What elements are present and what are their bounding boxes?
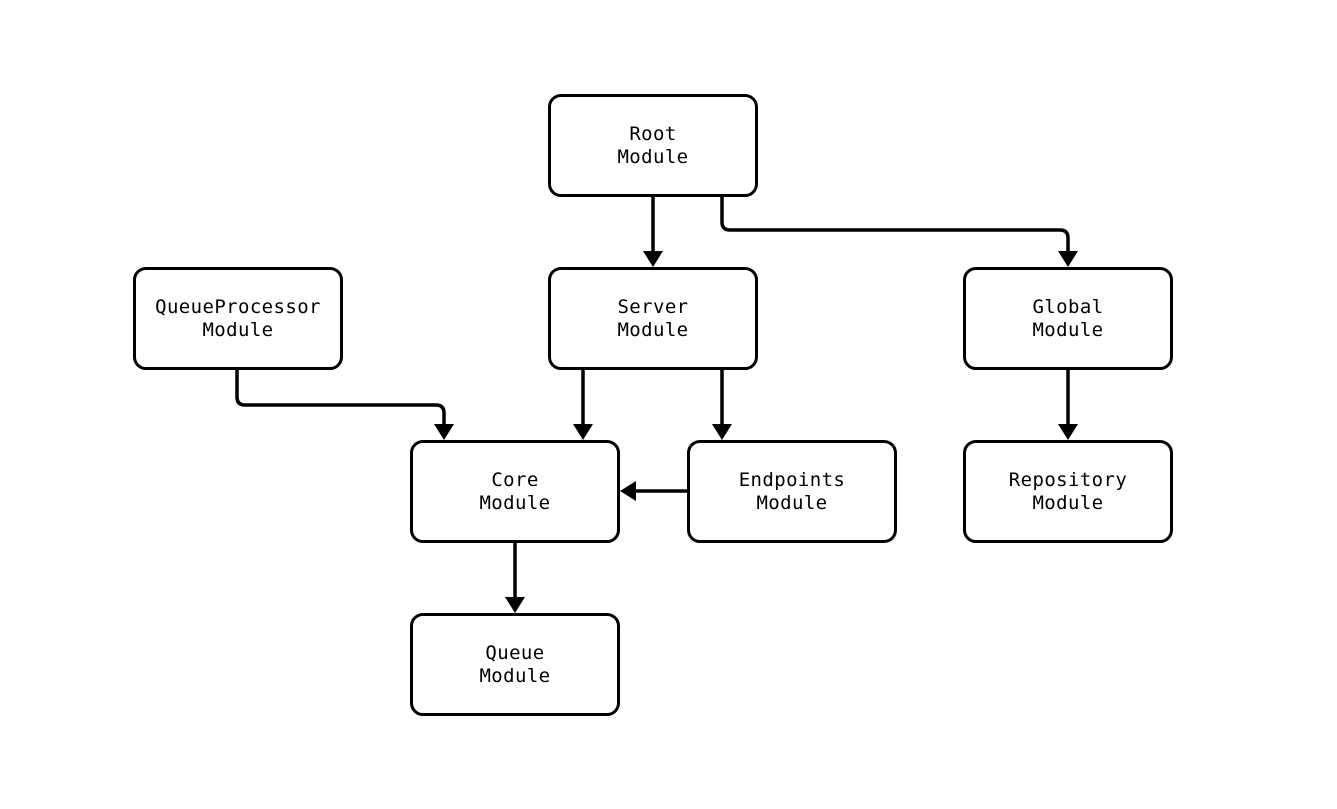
arrowhead-icon [1058, 251, 1078, 267]
node-label-secondary: Module [479, 664, 551, 687]
node-label-secondary: Module [756, 491, 828, 514]
node-label-primary: Repository [1008, 469, 1128, 491]
arrowhead-icon [620, 481, 636, 501]
node-label-primary: Global [1032, 296, 1104, 318]
node-label-primary: Root [629, 123, 677, 145]
edge-line [720, 197, 1070, 252]
edge-root-to-global [720, 197, 1078, 267]
node-label-primary: QueueProcessor [155, 296, 321, 318]
edge-global-to-repository [1058, 370, 1078, 440]
arrowhead-icon [1058, 424, 1078, 440]
node-label-secondary: Module [1032, 491, 1104, 514]
edge-queueprocessor-to-core [235, 370, 454, 440]
node-label-secondary: Module [617, 318, 689, 341]
node-label-secondary: Module [202, 318, 274, 341]
arrowhead-icon [434, 424, 454, 440]
edge-server-to-core [573, 370, 593, 440]
node-label-secondary: Module [479, 491, 551, 514]
node-label-primary: Endpoints [738, 469, 846, 491]
edge-core-to-queue [505, 543, 525, 613]
arrowhead-icon [643, 251, 663, 267]
edge-endpoints-to-core [620, 481, 687, 501]
node-label-secondary: Module [617, 145, 689, 168]
arrowhead-icon [505, 597, 525, 613]
node-label-primary: Core [491, 469, 539, 491]
node-label-secondary: Module [1032, 318, 1104, 341]
node-label-primary: Server [617, 296, 689, 318]
node-label-primary: Queue [485, 642, 545, 664]
arrowhead-icon [712, 424, 732, 440]
edge-server-to-endpoints [712, 370, 732, 440]
edge-root-to-server [643, 197, 663, 267]
arrowhead-icon [573, 424, 593, 440]
edge-line [235, 370, 446, 425]
